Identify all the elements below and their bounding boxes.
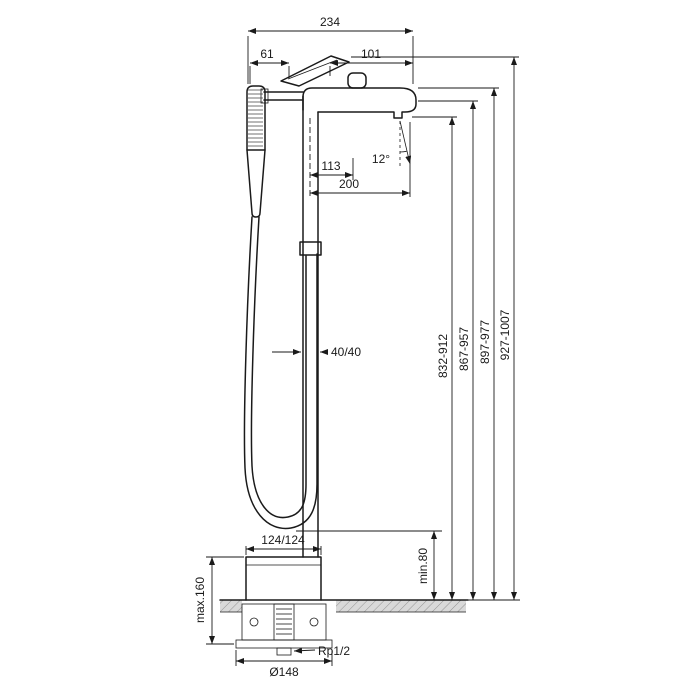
- dimension-height-outlet: 832-912: [412, 116, 457, 600]
- label-floor-min: min.80: [416, 548, 430, 584]
- connection-stub: [276, 647, 292, 656]
- hand-shower-head: [246, 85, 266, 151]
- dimension-width-spout-top: 101: [329, 47, 413, 76]
- label-height-outlet: 832-912: [436, 334, 450, 378]
- spout-body: [302, 87, 417, 119]
- faucet-assembly: [243, 55, 417, 601]
- installation-body: [241, 603, 327, 641]
- dimension-base-plate: 124/124: [245, 533, 322, 555]
- base-escutcheon: [245, 556, 322, 601]
- cartridge-knob: [347, 72, 367, 89]
- dimension-height-handle-top: 927-1007: [351, 56, 519, 600]
- dimension-connection-thread: Rp1/2: [293, 644, 350, 658]
- installation-channel: [273, 603, 295, 641]
- label-width-handle: 61: [260, 47, 274, 61]
- label-floor-max: max.160: [193, 577, 207, 623]
- label-base-plate: 124/124: [261, 533, 305, 547]
- dimension-reach-inner: 113: [309, 118, 354, 197]
- label-height-body-top: 897-977: [478, 320, 492, 364]
- dimension-escutcheon-diameter: Ø148: [235, 650, 333, 679]
- fixing-bolt-right: [309, 617, 319, 627]
- dimension-height-body-top: 897-977: [418, 87, 499, 600]
- hand-shower-spray-face: [248, 89, 263, 147]
- shower-hose: [243, 216, 318, 530]
- floor-section: [219, 599, 520, 613]
- spray-direction-line: [399, 120, 412, 165]
- label-width-total: 234: [320, 15, 340, 29]
- dimension-width-total: 234: [247, 15, 414, 84]
- handle-lever: [280, 55, 350, 87]
- dimension-riser-profile: 40/40: [272, 345, 361, 359]
- dimension-spray-angle: 12°: [372, 152, 390, 166]
- label-spray-angle: 12°: [372, 152, 390, 166]
- fixing-bolt-left: [249, 617, 259, 627]
- dimension-height-spout-top: 867-957: [418, 100, 478, 600]
- dimension-width-handle: 61: [249, 47, 290, 84]
- label-riser-profile: 40/40: [331, 345, 361, 359]
- label-width-spout-top: 101: [361, 47, 381, 61]
- label-connection-thread: Rp1/2: [318, 644, 350, 658]
- installation-box: [235, 603, 333, 656]
- hand-shower-handle: [246, 149, 266, 218]
- dimension-floor-max: max.160: [193, 556, 244, 645]
- label-height-spout-top: 867-957: [457, 327, 471, 371]
- dimension-reach-outer: 200: [310, 122, 411, 197]
- label-height-handle-top: 927-1007: [498, 309, 512, 360]
- label-reach-inner: 113: [321, 159, 340, 173]
- label-escutcheon-diameter: Ø148: [269, 665, 299, 679]
- hose-connection-nut: [299, 241, 322, 256]
- spray-angle-arc: [399, 150, 407, 153]
- label-reach-outer: 200: [339, 177, 359, 191]
- dimension-floor-min: min.80: [296, 530, 442, 600]
